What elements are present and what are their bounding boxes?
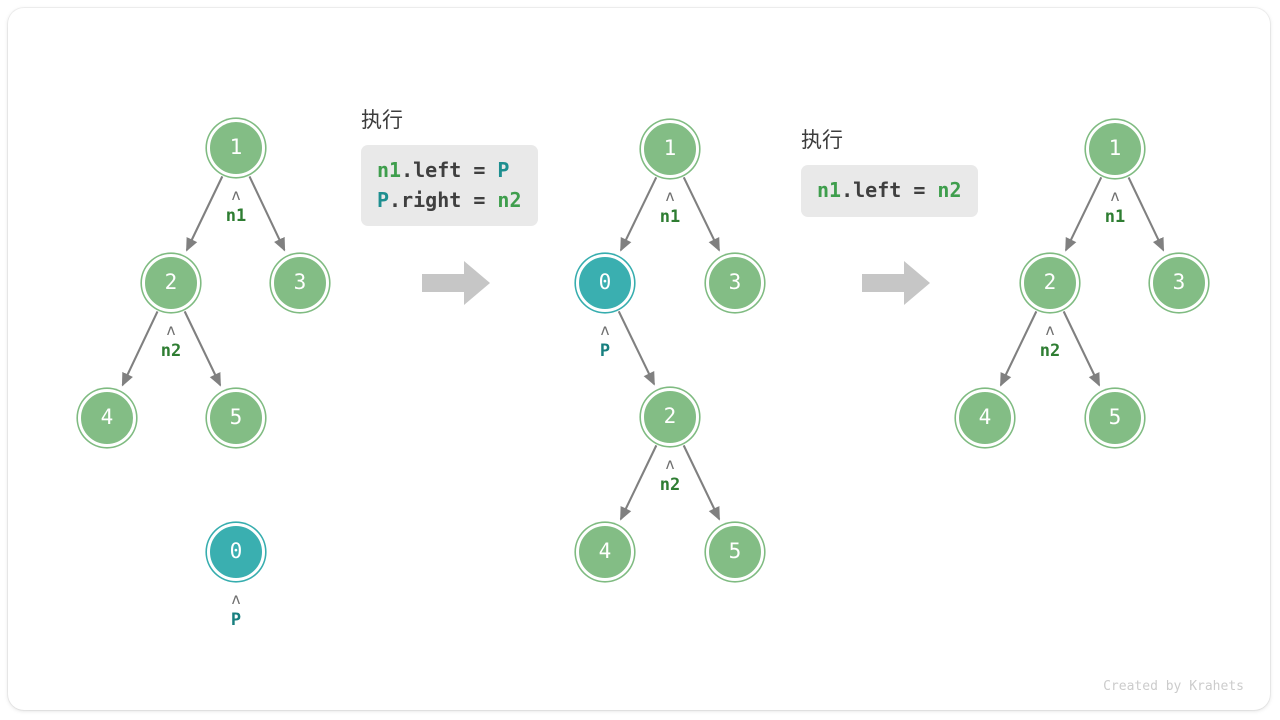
code-token: n2 xyxy=(937,178,962,202)
step-2-codebox: n1.left = n2 xyxy=(801,165,978,217)
tree-edge xyxy=(619,176,658,252)
caret-icon: ʌ xyxy=(665,455,675,473)
code-token: .left = xyxy=(841,178,938,202)
node-value: 3 xyxy=(293,269,307,294)
tree-edge xyxy=(617,310,656,386)
pointer-label-n1: ʌ n1 xyxy=(642,187,698,227)
node-value: 0 xyxy=(229,538,243,563)
node-value: 5 xyxy=(229,404,243,429)
tree-edge xyxy=(682,444,721,521)
node-value: 1 xyxy=(229,134,243,159)
tree-node-1[interactable]: 1 xyxy=(641,120,699,178)
pointer-name: n1 xyxy=(225,206,247,226)
pointer-label-n2: ʌ n2 xyxy=(143,321,199,361)
tree-edge xyxy=(1127,176,1165,252)
caret-icon: ʌ xyxy=(1045,321,1055,339)
pointer-name: P xyxy=(230,610,242,630)
code-token: n1 xyxy=(377,158,402,182)
step-arrow-1 xyxy=(422,261,490,305)
code-line: n1.left = P xyxy=(377,156,522,186)
tree-node-2[interactable]: 2 xyxy=(142,254,200,312)
tree-edge xyxy=(121,311,159,387)
code-line: P.right = n2 xyxy=(377,186,522,216)
pointer-name: n2 xyxy=(1039,341,1061,361)
tree-node-5[interactable]: 5 xyxy=(1086,389,1144,447)
caret-icon: ʌ xyxy=(665,187,675,205)
node-value: 1 xyxy=(663,135,677,160)
tree-node-5[interactable]: 5 xyxy=(706,523,764,581)
tree-node-1[interactable]: 1 xyxy=(207,119,265,177)
tree-node-4[interactable]: 4 xyxy=(956,389,1014,447)
node-value: 4 xyxy=(100,404,114,429)
node-value: 5 xyxy=(1108,404,1122,429)
code-token: .left = xyxy=(401,158,498,182)
caret-icon: ʌ xyxy=(231,186,241,204)
step-arrow-2 xyxy=(862,261,930,305)
credit-text: Created by Krahets xyxy=(1103,679,1244,694)
tree-edge xyxy=(183,310,222,387)
node-value: 1 xyxy=(1108,135,1122,160)
code-line: n1.left = n2 xyxy=(817,176,962,206)
pointer-label-n1: ʌ n1 xyxy=(1087,187,1143,227)
code-token: n1 xyxy=(817,178,842,202)
tree-node-3[interactable]: 3 xyxy=(706,254,764,312)
tree-node-4[interactable]: 4 xyxy=(78,389,136,447)
caret-icon: ʌ xyxy=(231,590,241,608)
pointer-label-n1: ʌ n1 xyxy=(208,186,264,226)
pointer-label-n2: ʌ n2 xyxy=(642,455,698,495)
tree-node-3[interactable]: 3 xyxy=(1150,254,1208,312)
code-token: P xyxy=(497,158,510,182)
tree-edges-layer xyxy=(121,175,1165,521)
tree-edge xyxy=(999,310,1038,387)
code-token: n2 xyxy=(497,187,522,212)
tree-node-0[interactable]: 0 xyxy=(207,523,265,581)
caret-icon: ʌ xyxy=(1110,187,1120,205)
tree-edge xyxy=(248,176,286,252)
node-value: 5 xyxy=(728,538,742,563)
caret-icon: ʌ xyxy=(166,321,176,339)
tree-edge xyxy=(619,444,658,521)
code-token: P xyxy=(377,187,390,212)
pointer-name: P xyxy=(599,341,611,361)
pointer-name: n1 xyxy=(1104,207,1126,227)
pointer-label-n2: ʌ n2 xyxy=(1022,321,1078,361)
node-value: 2 xyxy=(663,403,677,428)
tree-node-0[interactable]: 0 xyxy=(576,254,634,312)
tree-node-5[interactable]: 5 xyxy=(207,389,265,447)
tree-edge xyxy=(1062,310,1101,387)
node-value: 3 xyxy=(728,269,742,294)
node-value: 3 xyxy=(1172,269,1186,294)
node-value: 4 xyxy=(978,404,992,429)
node-value: 0 xyxy=(598,269,612,294)
tree-node-2[interactable]: 2 xyxy=(1021,254,1079,312)
node-value: 4 xyxy=(598,538,612,563)
step-2-block: 执行 n1.left = n2 xyxy=(801,124,978,217)
pointer-name: n2 xyxy=(160,341,182,361)
step-2-caption: 执行 xyxy=(801,128,843,152)
node-value: 2 xyxy=(1043,269,1057,294)
tree-node-3[interactable]: 3 xyxy=(271,254,329,312)
code-token: .right = xyxy=(389,187,498,212)
tree-node-2[interactable]: 2 xyxy=(641,388,699,446)
tree-edge xyxy=(185,175,224,252)
tree-edge xyxy=(682,176,721,252)
tree-node-4[interactable]: 4 xyxy=(576,523,634,581)
tree-edge xyxy=(1064,176,1103,252)
caret-icon: ʌ xyxy=(600,321,610,339)
pointer-name: n2 xyxy=(659,475,681,495)
step-1-caption: 执行 xyxy=(361,108,403,132)
tree-node-1[interactable]: 1 xyxy=(1086,120,1144,178)
pointer-name: n1 xyxy=(659,207,681,227)
node-value: 2 xyxy=(164,269,178,294)
